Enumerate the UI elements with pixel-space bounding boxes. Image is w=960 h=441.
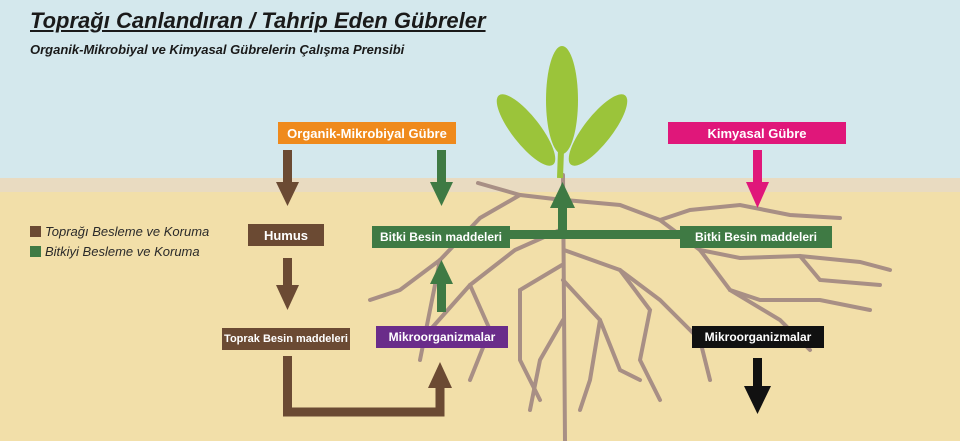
sky-background [0,0,960,180]
green-arrows [430,150,680,312]
magenta-arrow [746,150,769,208]
leaf-center [546,46,578,154]
plant-nutrients-right-box: Bitki Besin maddeleri [680,226,832,248]
plant-stem [557,149,564,179]
organic-fertilizer-box: Organik-Mikrobiyal Gübre [278,122,456,144]
legend-swatch-brown [30,226,41,237]
arrow-micro-to-nutrients-head [430,260,453,284]
arrow-organic-to-nutrients-head [430,182,453,206]
microorganisms-left-box: Mikroorganizmalar [376,326,508,348]
microorganisms-right-box: Mikroorganizmalar [692,326,824,348]
legend-item-soil: Toprağı Besleme ve Koruma [30,224,209,239]
chemical-fertilizer-box: Kimyasal Gübre [668,122,846,144]
nutrient-connector-bar [510,230,680,239]
plant-nutrients-left-box: Bitki Besin maddeleri [372,226,510,248]
arrow-humus-to-soil-shaft [283,258,292,288]
arrow-to-plant-shaft [558,205,567,235]
arrow-soil-to-micro-line [283,356,445,417]
arrow-humus-to-soil-head [276,285,299,310]
arrow-chemical-to-nutrients-shaft [753,150,762,185]
arrow-micro-down-shaft [753,358,762,390]
arrow-organic-to-humus-head [276,182,299,206]
plant [496,46,628,179]
arrow-micro-to-nutrients-shaft [437,280,446,312]
brown-arrows [276,150,452,417]
legend-label: Toprağı Besleme ve Koruma [45,224,210,239]
arrow-organic-to-nutrients-shaft [437,150,446,185]
humus-box: Humus [248,224,324,246]
leaf-right [568,94,628,166]
arrow-chemical-to-nutrients-head [746,182,769,208]
root-system [368,173,892,441]
arrow-micro-down-head [744,386,771,414]
legend-item-plant: Bitkiyi Besleme ve Koruma [30,244,200,259]
legend-swatch-green [30,246,41,257]
legend-label: Bitkiyi Besleme ve Koruma [45,244,200,259]
arrow-soil-to-micro-head [428,362,452,388]
arrow-to-plant-head [550,182,575,208]
page-subtitle: Organik-Mikrobiyal ve Kimyasal Gübreleri… [30,42,405,57]
arrow-organic-to-humus-shaft [283,150,292,185]
soil-nutrients-box: Toprak Besin maddeleri [222,328,350,350]
page-title: Toprağı Canlandıran / Tahrip Eden Gübrel… [30,8,486,33]
black-arrow [744,358,771,414]
leaf-left [496,94,556,166]
